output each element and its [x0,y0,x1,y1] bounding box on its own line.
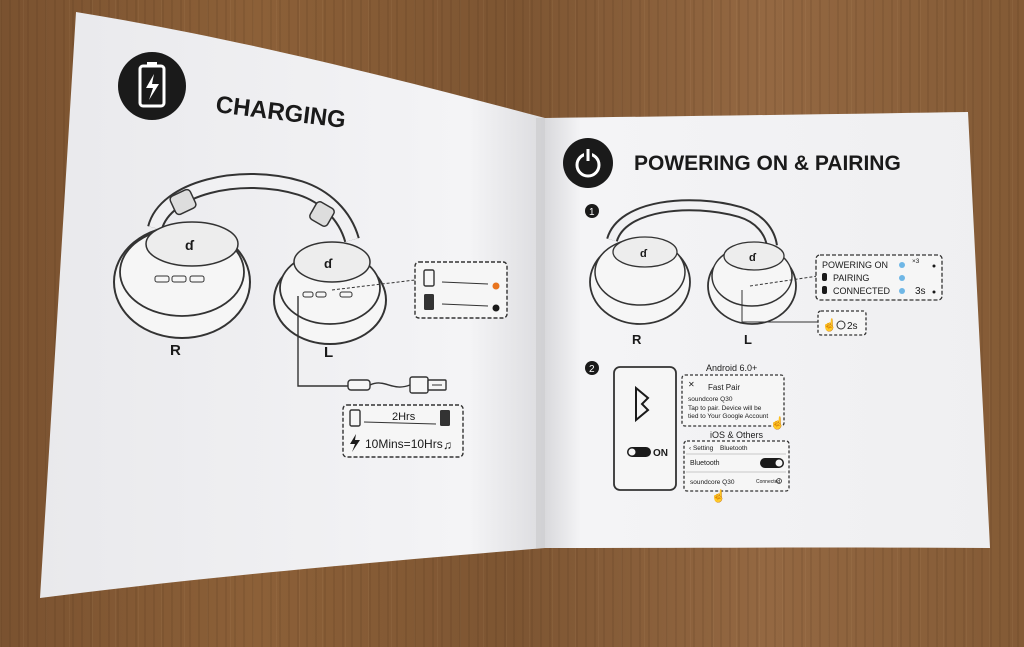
bluetooth-icon [635,385,650,423]
left-earcup: ɗ [273,241,387,345]
hand-press-icon: ☝ [822,317,837,332]
orange-led [492,282,500,290]
music-note-icon: ♫ [443,438,452,452]
left-page: CHARGING ɗ R ɗ L [40,12,545,598]
svg-text:ɗ: ɗ [749,252,757,264]
label-right: R [170,342,181,359]
usb-cable [297,296,447,394]
svg-text:Tap to pair. Device will be: Tap to pair. Device will be [688,405,762,412]
pairing-label: PAIRING [833,273,869,283]
off-led [492,304,500,312]
hold-box: ☝ 2s [817,310,867,336]
hand-tap-icon: ☝ [770,415,785,430]
ios-device: soundcore Q30 [690,479,735,486]
pairing-title: POWERING ON & PAIRING [634,152,901,175]
hold-time: 2s [847,321,858,332]
svg-text:Connected: Connected [756,479,780,485]
power-icon [563,138,613,188]
fast-pair-icon: ✕ [688,380,695,389]
ios-card: ‹ Setting Bluetooth Bluetooth soundcore … [683,440,790,503]
android-device: soundcore Q30 [688,396,733,403]
step-1-badge [585,204,599,218]
connected-label: CONNECTED [833,286,891,296]
svg-text:ɗ: ɗ [324,256,333,271]
svg-text:tied to Your Google Account: tied to Your Google Account [688,413,768,420]
right-page: POWERING ON & PAIRING 1 ɗ R ɗ L POWERING [545,112,990,548]
svg-text:Bluetooth: Bluetooth [690,460,720,467]
hand-tap-icon-2: ☝ [711,488,726,503]
android-heading: Android 6.0+ [706,363,757,373]
status-box: POWERING ON ×3 PAIRING CONNECTED 3s [815,254,943,301]
ios-heading: iOS & Others [710,430,764,440]
svg-text:×3: ×3 [912,258,920,265]
phone: ON [613,366,677,491]
blue-led-icon [899,262,905,268]
svg-text:‹ Setting: ‹ Setting [689,445,714,452]
svg-text:1: 1 [589,207,595,218]
label-right-2: R [632,332,642,347]
android-card: ✕ Fast Pair soundcore Q30 Tap to pair. D… [681,374,785,430]
bolt-icon [350,434,360,452]
right-earcup: ɗ [113,221,251,339]
charge-time-box: 2Hrs 10Mins=10Hrs ♫ [342,404,464,458]
led-callout [414,261,508,319]
label-left: L [324,344,333,361]
label-left-2: L [744,332,752,347]
connected-time: 3s [915,286,926,297]
svg-text:ɗ: ɗ [185,237,195,253]
toggle-on-label: ON [653,448,668,459]
battery-charging-icon [118,52,186,120]
quick-charge: 10Mins=10Hrs [365,437,443,451]
info-icon [776,478,782,484]
fast-pair-label: Fast Pair [708,383,740,392]
svg-text:2: 2 [589,364,595,375]
svg-text:ɗ: ɗ [640,248,648,260]
full-charge-time: 2Hrs [392,411,416,423]
step-2-badge [585,361,599,375]
right-earcup-small: ɗ [589,236,691,325]
svg-text:Bluetooth: Bluetooth [720,445,748,452]
powering-on-label: POWERING ON [822,260,888,270]
